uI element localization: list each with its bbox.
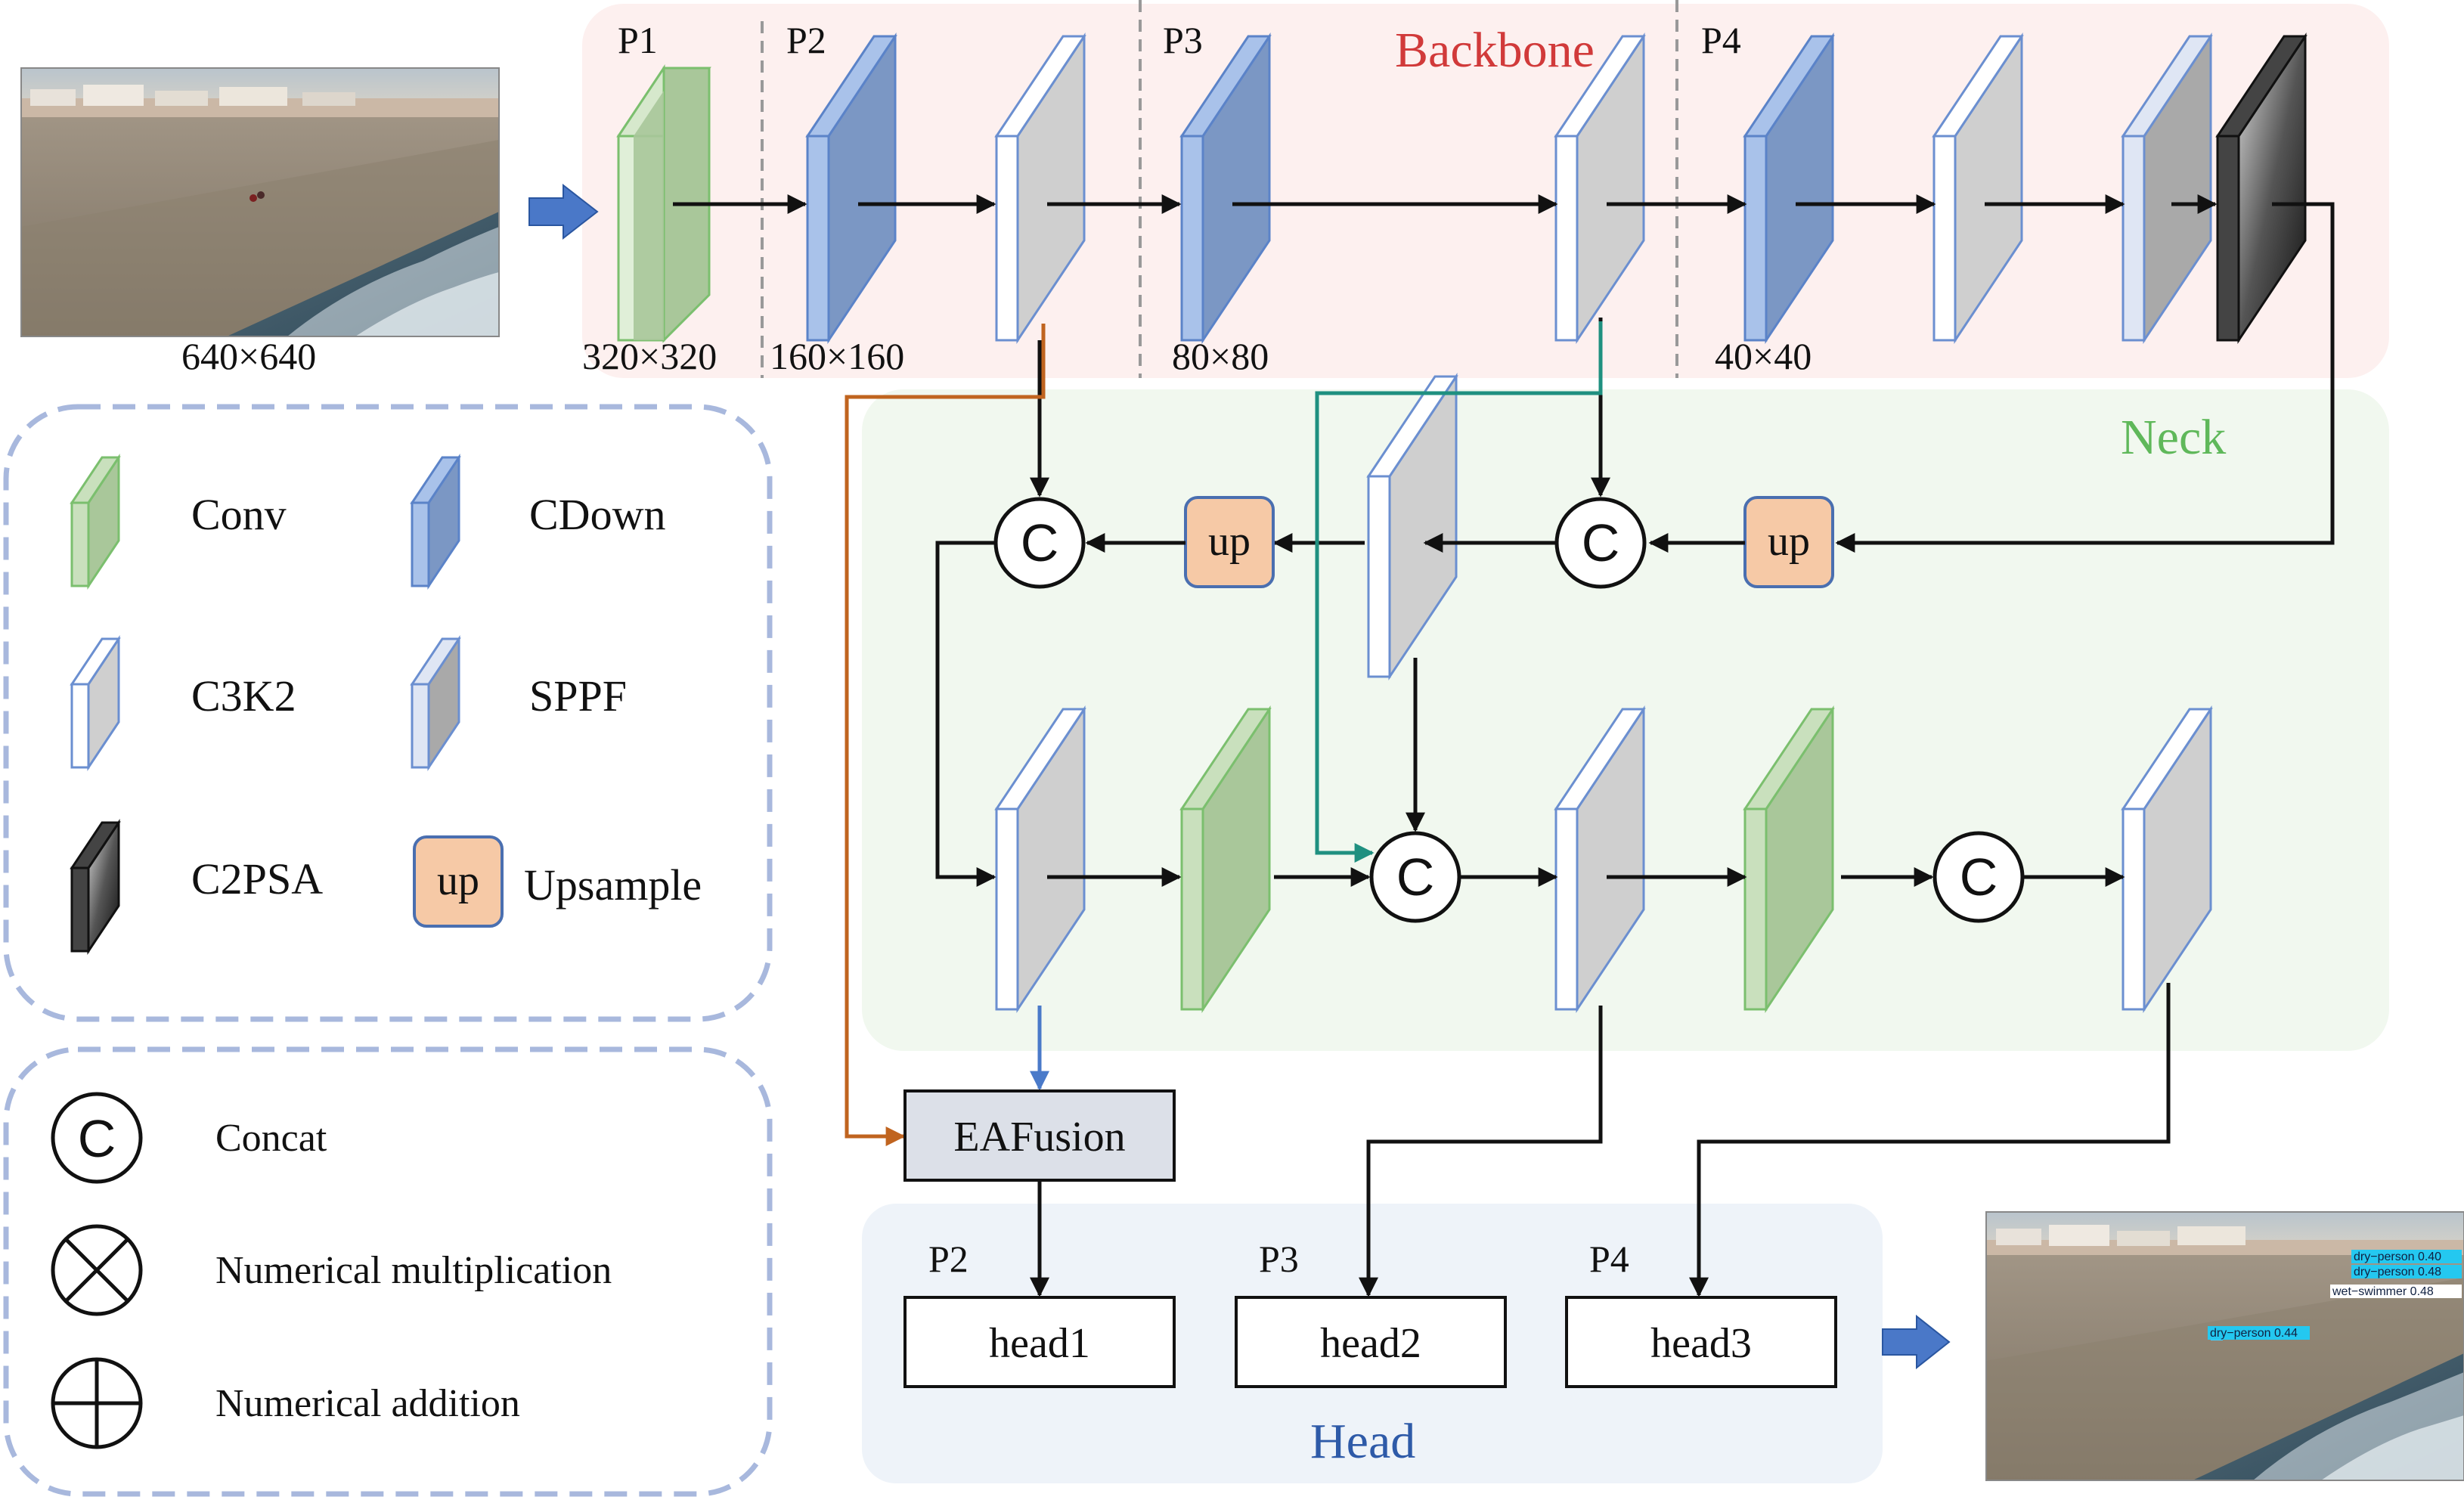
legend-c2psa-label: C2PSA [191,854,323,903]
concat-node-top-right: C [1554,497,1647,589]
detection-label-1: dry−person 0.40 [2351,1250,2462,1263]
legend-c2psa-icon [70,819,121,955]
p4-c3k2-block [1932,33,2024,344]
legend-box-operators [3,1046,773,1497]
orange-skip-line [845,324,1046,1146]
concat-bottom-right-label: C [1960,848,1998,907]
stage-p2-label: P2 [786,19,826,61]
legend-sppf-icon [410,635,461,771]
backbone-title: Backbone [1395,23,1595,78]
legend-multiplication-icon [51,1224,143,1316]
concat-node-top-left: C [993,497,1086,589]
input-image [21,68,499,336]
detection-label-2-text: dry−person 0.48 [2354,1266,2441,1278]
p4-cdown-block [1743,33,1835,344]
legend-concat-symbol: C [51,1092,143,1184]
up-node-right: up [1743,496,1834,588]
legend-c3k2-label: C3K2 [191,671,296,721]
concat-node-bottom-mid: C [1369,831,1461,923]
legend-c3k2-icon [70,635,121,771]
stage-p3-label: P3 [1163,19,1203,61]
legend-conv-label: Conv [191,490,287,539]
neck-top-c3k2-block [1366,373,1458,680]
output-image [1986,1212,2464,1480]
legend-multiplication-label: Numerical multiplication [215,1249,612,1292]
legend-up-symbol-label: up [437,857,479,904]
head2-box: head2 [1235,1296,1507,1388]
head-title: Head [1310,1414,1415,1469]
concat-node-bottom-right: C [1932,831,2025,923]
neck-bottom-c3k2-right [2121,705,2213,1013]
p3-cdown-block [1179,33,1272,344]
head-p2-label: P2 [928,1238,969,1280]
legend-addition-icon [51,1357,143,1449]
legend-cdown-icon [410,454,461,590]
head-p4-label: P4 [1589,1238,1629,1280]
p3-c3k2-block [1554,33,1646,344]
p4-c2psa-block [2215,33,2307,344]
neck-bottom-c3k2-left [994,705,1086,1013]
legend-sppf-label: SPPF [529,671,627,721]
detection-label-4: dry−person 0.44 [2208,1326,2310,1340]
head3-box: head3 [1565,1296,1837,1388]
concat-bottom-mid-label: C [1396,848,1435,907]
arrow-c2psa-up [1835,202,2335,553]
neck-bottom-conv-left [1179,705,1272,1013]
res-input-label: 640×640 [181,335,316,377]
detection-label-2: dry−person 0.48 [2351,1265,2462,1278]
head-p3-label: P3 [1259,1238,1299,1280]
res-80-label: 80×80 [1172,335,1269,377]
res-320-label: 320×320 [582,335,717,377]
p4-sppf-block [2121,33,2213,344]
legend-concat-symbol-label: C [78,1109,116,1168]
p2-cdown-block [805,33,897,344]
teal-skip-line [1315,321,1603,863]
legend-cdown-label: CDown [529,490,665,539]
p2-c3k2-block [994,33,1086,344]
arrow-neck-p3-head2 [1359,1006,1603,1297]
input-flow-arrow-icon [528,183,599,240]
legend-upsample-label: Upsample [524,860,702,910]
up-node-right-label: up [1768,518,1810,565]
up-node-left: up [1184,496,1275,588]
concat-top-left-label: C [1021,513,1059,572]
detection-label-4-text: dry−person 0.44 [2210,1327,2298,1340]
detection-label-3-text: wet−swimmer 0.48 [2332,1285,2434,1298]
detection-label-1-text: dry−person 0.40 [2354,1251,2441,1263]
up-node-left-label: up [1208,518,1251,565]
detection-label-3: wet−swimmer 0.48 [2330,1285,2462,1298]
head2-label: head2 [1320,1320,1421,1367]
concat-top-right-label: C [1582,513,1620,572]
head1-box: head1 [903,1296,1176,1388]
res-160-label: 160×160 [770,335,904,377]
arrow-concat-left-down [935,541,996,887]
output-image-frame [1985,1211,2464,1481]
res-40-label: 40×40 [1715,335,1812,377]
neck-bottom-conv-right [1743,705,1835,1013]
head1-label: head1 [989,1320,1090,1367]
neck-title: Neck [2121,410,2226,465]
eafusion-box: EAFusion [903,1089,1176,1182]
output-flow-arrow-icon [1882,1314,1951,1370]
stage-p4-label: P4 [1701,19,1741,61]
legend-conv-icon [70,454,121,590]
legend-up-symbol: up [413,835,504,928]
legend-addition-label: Numerical addition [215,1382,520,1425]
legend-box-blocks [3,404,773,1022]
input-image-frame [20,67,500,337]
head3-label: head3 [1650,1320,1752,1367]
eafusion-label: EAFusion [953,1114,1125,1161]
stage-p1-label: P1 [618,19,658,61]
neck-bottom-c3k2-mid [1554,705,1646,1013]
legend-concat-label: Concat [215,1117,327,1160]
arrow-neck-p4-head3 [1689,983,2171,1297]
